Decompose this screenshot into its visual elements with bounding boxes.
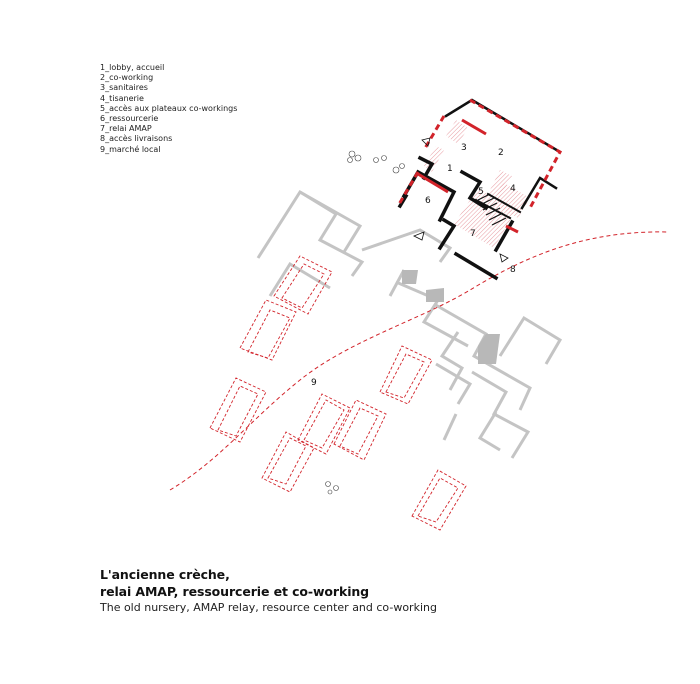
room-number-3: 3 [461, 143, 467, 153]
red-wall-segments [417, 118, 519, 234]
legend-item: 5_accès aux plateaux co-workings [100, 103, 238, 113]
room-number-1: 1 [447, 164, 453, 174]
entrance-arrows [413, 137, 509, 263]
legend-item: 9_marché local [100, 144, 161, 154]
facade-red-dashes [396, 98, 563, 209]
legend-item: 4_tisanerie [100, 93, 144, 103]
caption: L'ancienne crèche, relai AMAP, ressource… [100, 566, 437, 616]
room-number-2: 2 [498, 148, 504, 158]
context-buildings [256, 189, 563, 459]
legend-item: 6_ressourcerie [100, 114, 159, 124]
hatched-zones [424, 120, 530, 248]
tree-symbols [325, 150, 405, 495]
room-number-9: 9 [311, 378, 317, 388]
pedestrian-flow-line [169, 231, 669, 491]
stair-steps [477, 193, 507, 226]
legend-item: 1_lobby, accueil [100, 63, 165, 72]
room-number-4: 4 [510, 184, 516, 194]
caption-subtitle: The old nursery, AMAP relay, resource ce… [100, 601, 437, 614]
context-solid-blocks [402, 270, 500, 364]
market-stalls [209, 255, 467, 531]
room-numbers: 1 2 3 4 5 6 7 8 9 [311, 143, 516, 388]
legend-item: 7_relai AMAP [100, 124, 152, 134]
legend: 1_lobby, accueil 2_co-working 3_sanitair… [100, 63, 237, 155]
caption-title-line-1: L'ancienne crèche, [100, 567, 230, 582]
room-number-8: 8 [510, 265, 516, 275]
legend-item: 2_co-working [100, 73, 154, 83]
room-number-6: 6 [425, 196, 431, 206]
room-number-7: 7 [470, 229, 476, 239]
caption-title-line-2: relai AMAP, ressourcerie et co-working [100, 584, 370, 599]
legend-item: 3_sanitaires [100, 83, 148, 93]
legend-item: 8_accès livraisons [100, 134, 173, 144]
room-number-5: 5 [478, 187, 484, 197]
